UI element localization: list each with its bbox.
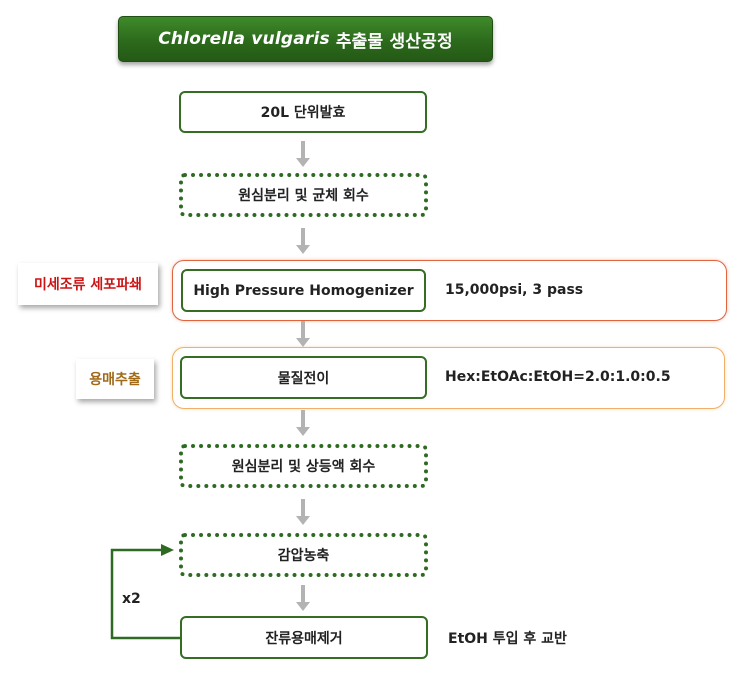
step-fermentation: 20L 단위발효 [179,91,427,133]
step-vacuum-concentration: 감압농축 [179,533,428,577]
arrow-down-3 [296,321,310,347]
title-banner: Chlorella vulgaris 추출물 생산공정 [118,16,493,62]
arrow-down-2 [296,228,310,254]
arrow-down-6 [296,585,310,611]
arrow-down-1 [296,141,310,167]
step-centrifuge-biomass: 원심분리 및 균체 회수 [179,173,428,217]
stage-label-cell-disruption: 미세조류 세포파쇄 [18,263,158,305]
arrow-down-5 [296,499,310,525]
step-solvent-removal: 잔류용매제거 [180,616,428,659]
note-homogenizer: 15,000psi, 3 pass [445,282,584,298]
arrow-down-4 [296,410,310,436]
note-solvent-removal: EtOH 투입 후 교반 [448,631,567,647]
step-mass-transfer: 물질전이 [180,356,427,399]
loop-label: x2 [122,591,141,607]
title-suffix: 추출물 생산공정 [335,31,453,52]
step-homogenizer: High Pressure Homogenizer [181,269,426,312]
step-centrifuge-supernatant: 원심분리 및 상등액 회수 [179,444,428,488]
note-solvent-ratio: Hex:EtOAc:EtOH=2.0:1.0:0.5 [445,369,671,385]
stage-label-solvent-extraction: 용매추출 [76,359,154,399]
title-scientific-name: Chlorella vulgaris [158,29,330,49]
